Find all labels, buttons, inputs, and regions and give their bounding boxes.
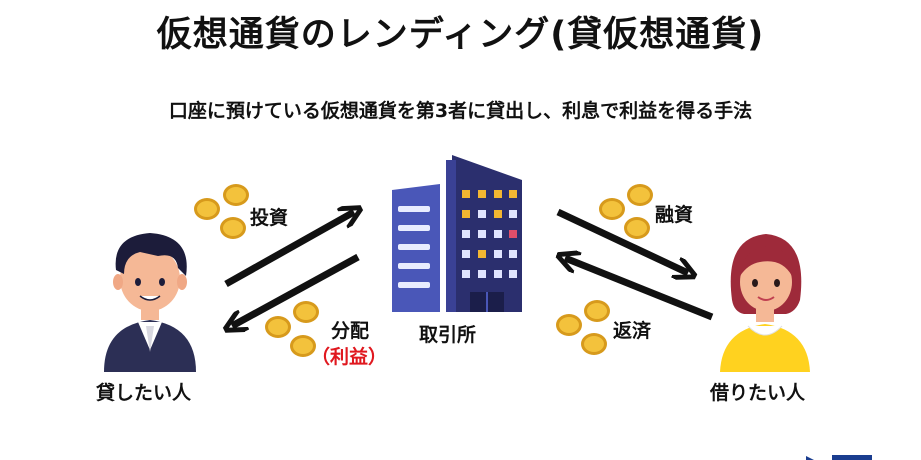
invest-arrow xyxy=(224,212,354,288)
coins-repayment-icon xyxy=(556,300,610,355)
logo-mark-icon xyxy=(806,455,872,460)
diagram-title: 仮想通貨のレンディング(貸仮想通貨) xyxy=(156,15,765,55)
diagram-subtitle: 口座に預けている仮想通貨を第3者に貸出し、利息で利益を得る手法 xyxy=(168,100,753,122)
exchange-label: 取引所 xyxy=(419,324,477,346)
distribution-label: 分配 xyxy=(331,320,370,342)
repayment-arrow xyxy=(565,258,714,321)
lender-person-icon xyxy=(104,233,196,372)
distribution-arrow xyxy=(232,253,360,326)
repayment-label: 返済 xyxy=(613,320,652,342)
financing-label: 融資 xyxy=(655,204,694,226)
coins-invest-icon xyxy=(194,184,249,239)
exchange-building-icon xyxy=(392,155,522,312)
lender-label: 貸したい人 xyxy=(96,382,192,404)
invest-label: 投資 xyxy=(250,207,289,229)
coins-distribution-icon xyxy=(265,301,319,357)
borrower-label: 借りたい人 xyxy=(710,382,806,404)
financing-arrow xyxy=(556,208,688,273)
borrower-person-icon xyxy=(720,234,810,372)
profit-label: （利益） xyxy=(311,346,388,368)
coins-financing-icon xyxy=(599,184,653,239)
